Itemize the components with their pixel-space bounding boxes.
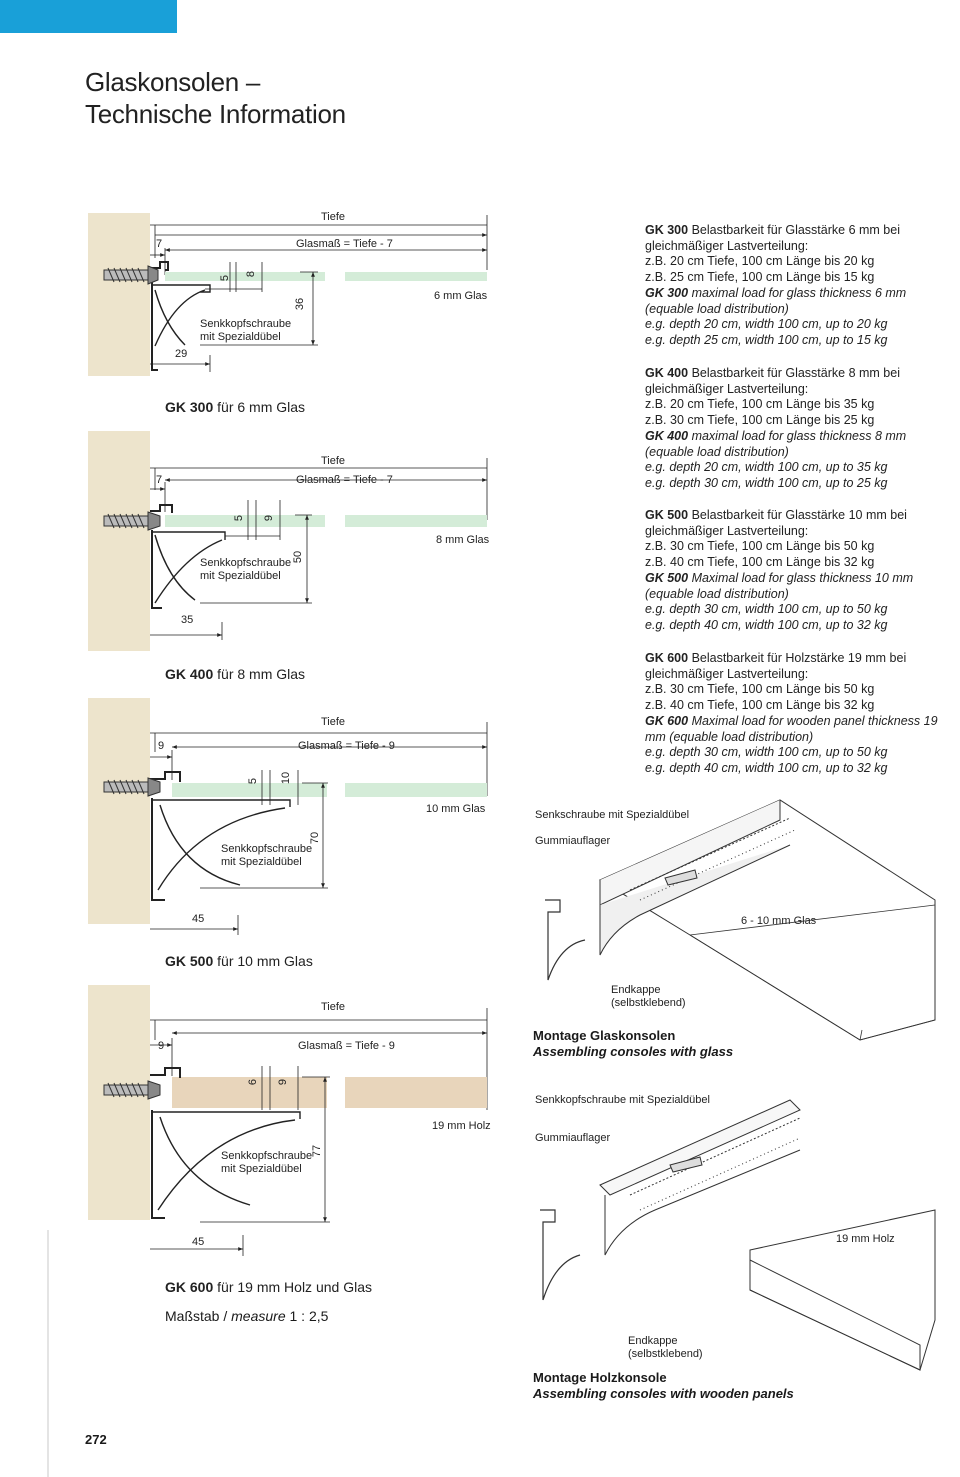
gk500-glasmass-label: Glasmaß = Tiefe - 9 — [298, 740, 395, 752]
spec-gk300: GK 300 Belastbarkeit für Glasstärke 6 mm… — [645, 223, 907, 347]
montage-wood-screw-label: Senkkopfschraube mit Spezialdübel — [535, 1094, 710, 1106]
gk600-offset-label: 9 — [158, 1040, 165, 1052]
screw-gk500 — [103, 777, 161, 797]
montage-wood-endcap-label: Endkappe (selbstklebend) — [628, 1335, 703, 1360]
gk400-glasmass-label: Glasmaß = Tiefe - 7 — [296, 474, 393, 486]
diagram-gk400 — [150, 458, 488, 640]
spec-gk400: GK 400 Belastbarkeit für Glasstärke 8 mm… — [645, 366, 907, 490]
gk300-offset-label: 7 — [156, 238, 163, 250]
wall-gk600 — [88, 985, 150, 1220]
montage-glass-title: Montage Glaskonsolen Assembling consoles… — [533, 1028, 734, 1059]
gk500-caption: GK 500 für 10 mm Glas — [165, 953, 313, 969]
spec-gk600: GK 600 Belastbarkeit für Holzstärke 19 m… — [645, 651, 938, 775]
gk400-width-label: 35 — [181, 614, 194, 626]
header-accent-tab — [0, 0, 177, 33]
diagram-gk600 — [150, 1008, 488, 1256]
gk300-caption: GK 300 für 6 mm Glas — [165, 399, 306, 415]
gk300-glasmass-label: Glasmaß = Tiefe - 7 — [296, 238, 393, 250]
gk600-panel-label: 19 mm Holz — [432, 1120, 491, 1132]
gk600-tiefe-label: Tiefe — [321, 1001, 346, 1013]
gk600-glasmass-label: Glasmaß = Tiefe - 9 — [298, 1040, 395, 1052]
screw-gk600 — [103, 1080, 161, 1100]
screw-gk400 — [103, 511, 161, 531]
gk600-dim1-label: 6 — [247, 1078, 260, 1086]
wall-gk500 — [88, 698, 150, 924]
gk500-panel-label: 10 mm Glas — [426, 803, 486, 815]
gk300-dim2-label: 8 — [245, 270, 258, 278]
montage-glass-drawing — [545, 799, 936, 1041]
montage-wood-rubber-label: Gummiauflager — [535, 1132, 611, 1144]
diagram-gk500 — [150, 722, 488, 935]
gk300-dim1-label: 5 — [219, 274, 232, 282]
gk600-dim2-label: 9 — [277, 1078, 290, 1086]
gk400-dim1-label: 5 — [233, 514, 246, 522]
montage-glass-rubber-label: Gummiauflager — [535, 835, 611, 847]
gk300-tiefe-label: Tiefe — [321, 211, 346, 223]
gk500-width-label: 45 — [192, 913, 205, 925]
page-number: 272 — [85, 1432, 107, 1447]
gk500-dim2-label: 10 — [280, 771, 293, 785]
gk400-height-label: 50 — [292, 550, 305, 564]
gk400-dim2-label: 9 — [263, 514, 276, 522]
wall-gk400 — [88, 431, 150, 651]
montage-glass-endcap-label: Endkappe (selbstklebend) — [611, 984, 686, 1009]
diagram-gk300 — [150, 215, 488, 372]
montage-wood-drawing — [540, 1099, 936, 1371]
screw-gk300 — [103, 265, 159, 285]
gk600-width-label: 45 — [192, 1236, 205, 1248]
gk300-screw-label: Senkkopfschraube mit Spezialdübel — [200, 318, 292, 343]
montage-glass-screw-label: Senkschraube mit Spezialdübel — [535, 809, 690, 821]
gk400-caption: GK 400 für 8 mm Glas — [165, 666, 306, 682]
gk400-tiefe-label: Tiefe — [321, 455, 346, 467]
gk400-offset-label: 7 — [156, 474, 163, 486]
gk300-height-label: 36 — [294, 297, 307, 311]
page-title: Glaskonsolen – Technische Information — [85, 67, 346, 129]
gk500-offset-label: 9 — [158, 740, 165, 752]
montage-glass-panel-label: 6 - 10 mm Glas — [741, 915, 817, 927]
gk600-screw-label: Senkkopfschraube mit Spezialdübel — [221, 1150, 313, 1175]
gk600-height-label: 77 — [311, 1144, 324, 1158]
wall-gk300 — [88, 213, 150, 376]
scale-note: Maßstab / measure 1 : 2,5 — [165, 1308, 329, 1324]
gk400-screw-label: Senkkopfschraube mit Spezialdübel — [200, 557, 292, 582]
gk600-caption: GK 600 für 19 mm Holz und Glas — [165, 1279, 372, 1295]
gk300-panel-label: 6 mm Glas — [434, 290, 488, 302]
gk500-screw-label: Senkkopfschraube mit Spezialdübel — [221, 843, 313, 868]
montage-wood-title: Montage Holzkonsole Assembling consoles … — [533, 1370, 794, 1401]
spec-gk500: GK 500 Belastbarkeit für Glasstärke 10 m… — [645, 508, 914, 632]
gk400-panel-label: 8 mm Glas — [436, 534, 490, 546]
montage-wood-panel-label: 19 mm Holz — [836, 1233, 895, 1245]
gk500-tiefe-label: Tiefe — [321, 716, 346, 728]
gk300-width-label: 29 — [175, 348, 188, 360]
gk500-dim1-label: 5 — [247, 777, 260, 785]
